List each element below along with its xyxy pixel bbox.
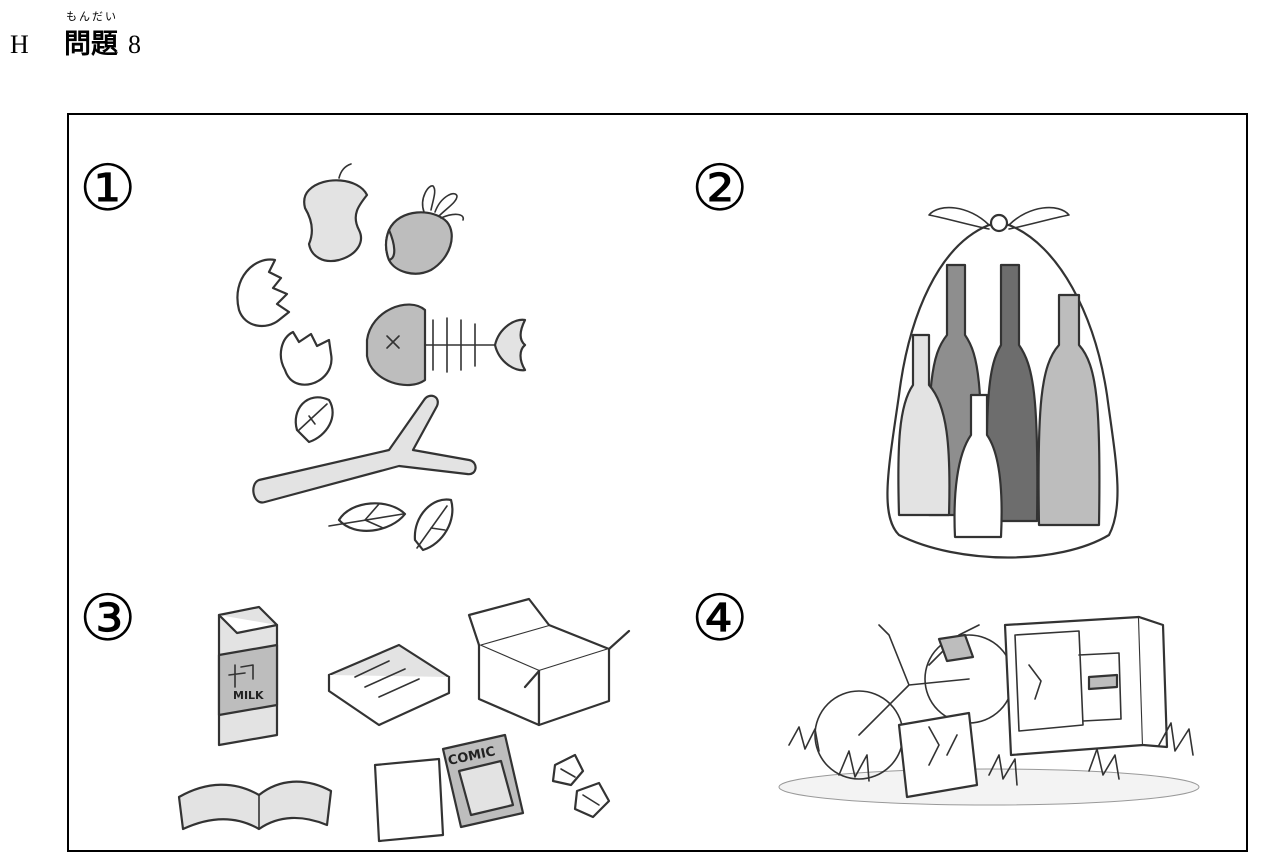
broken-tv-icon (897, 711, 979, 799)
title-furigana: もんだい (66, 10, 118, 23)
magazines-icon: COMIC (373, 733, 525, 843)
question-title: 問題 (64, 29, 118, 60)
cardboard-box-icon (467, 597, 631, 727)
grass-icon (788, 722, 1194, 786)
milk-label: MILK (233, 689, 264, 702)
apple-core-icon (303, 163, 369, 263)
kitchen-waste-illustration (236, 163, 527, 552)
panel-number-4: ④ (691, 582, 749, 656)
paper-recycling-illustration: MILK COMIC (177, 597, 631, 843)
fish-bone-icon (365, 303, 527, 387)
oversized-waste-illustration (778, 615, 1200, 806)
picture-frame: ① ② ③ ④ (67, 113, 1248, 852)
title-wrap: もんだい 問題 8 (64, 8, 141, 61)
crumpled-paper-icon (551, 753, 611, 819)
branch-leaves-icon (252, 394, 477, 552)
egg-shell-icon (236, 258, 333, 386)
panel-number-3: ③ (79, 582, 137, 656)
broken-cabinet-icon (1003, 615, 1169, 757)
ground-ellipse (778, 768, 1200, 806)
newspaper-icon (327, 643, 451, 727)
question-header: H もんだい 問題 8 (10, 8, 310, 68)
glass-bottle-icon (897, 263, 1101, 539)
panel-number-1: ① (79, 152, 137, 226)
question-number: 8 (128, 30, 141, 59)
bottles-in-bag-illustration (886, 206, 1119, 559)
turnip-icon (384, 185, 464, 275)
section-letter: H (10, 30, 29, 59)
open-book-icon (177, 780, 333, 831)
panel-number-2: ② (691, 152, 749, 226)
title-row: 問題 8 (64, 22, 141, 61)
milk-carton-icon: MILK (217, 605, 279, 747)
